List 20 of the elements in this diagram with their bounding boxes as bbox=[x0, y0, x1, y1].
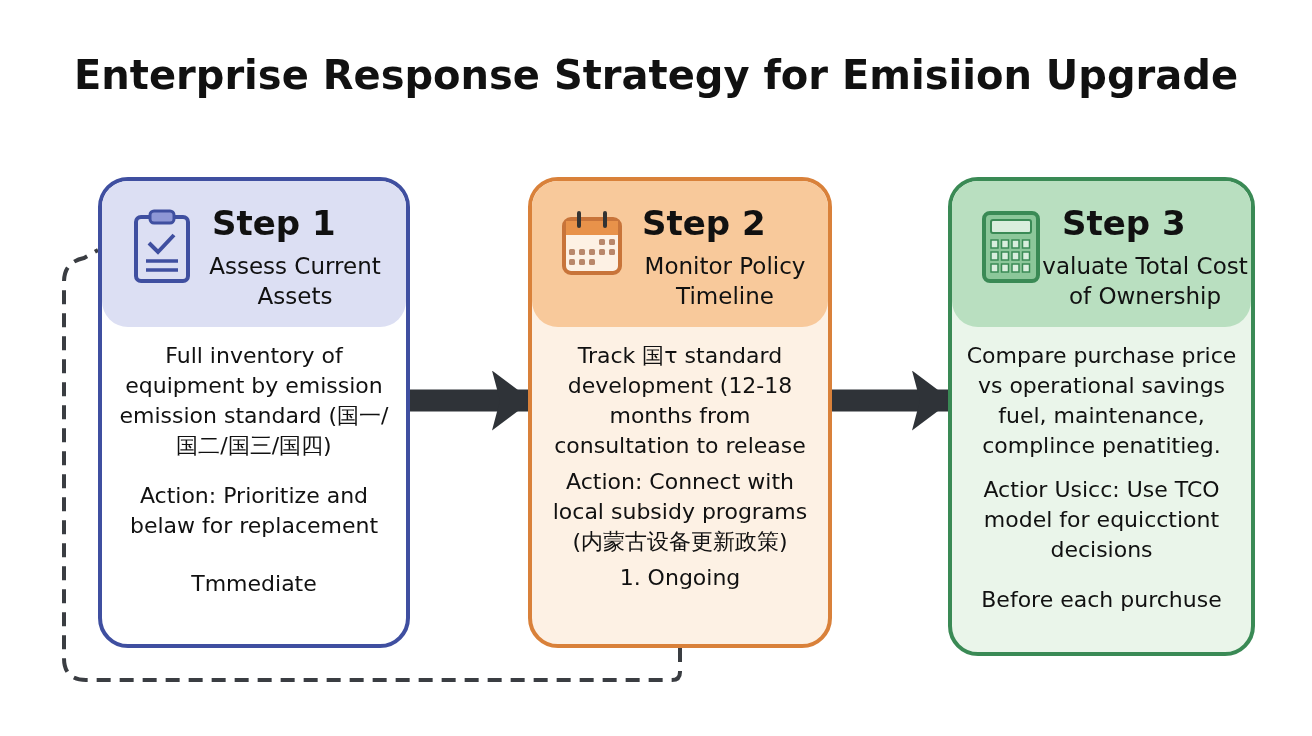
action-text: Actior Usicc: Use TCO model for equicctiont decisions bbox=[982, 476, 1221, 564]
step-title: Assess Current Assets bbox=[208, 252, 382, 311]
description-text: Track 国τ standard development (12-18 months from consultation to release bbox=[553, 342, 807, 460]
step-title: Monitor Policy Timeline bbox=[643, 252, 807, 311]
action-text: Action: Prioritize and belaw for replacement bbox=[128, 482, 380, 540]
title: Enterprise Response Strategy for Emisiion Upgrade bbox=[73, 52, 1239, 98]
step-heading: Step 3 bbox=[1062, 203, 1186, 243]
timing-text: Tmmediate bbox=[191, 570, 317, 598]
step-heading: Step 2 bbox=[642, 203, 766, 243]
timing-text: 1. Ongoing bbox=[619, 564, 741, 592]
description-text: Full inventory of equipment by emission emission standard (国一/国二/国三/国四) bbox=[118, 342, 390, 460]
step-heading: Step 1 bbox=[212, 203, 336, 243]
timing-text: Before each purchuse bbox=[981, 586, 1222, 614]
step-card bbox=[948, 177, 1255, 656]
step-card bbox=[528, 177, 832, 648]
action-text: Action: Connect with local subsidy programs (内蒙古设备更新政策) bbox=[551, 468, 809, 556]
dashed-connector bbox=[62, 248, 682, 682]
step-card bbox=[98, 177, 410, 648]
step-title: valuate Total Cost of Ownership bbox=[1041, 252, 1249, 311]
description-text: Compare purchase price vs operational savings fuel, maintenance, complince penatitieg. bbox=[966, 342, 1237, 460]
